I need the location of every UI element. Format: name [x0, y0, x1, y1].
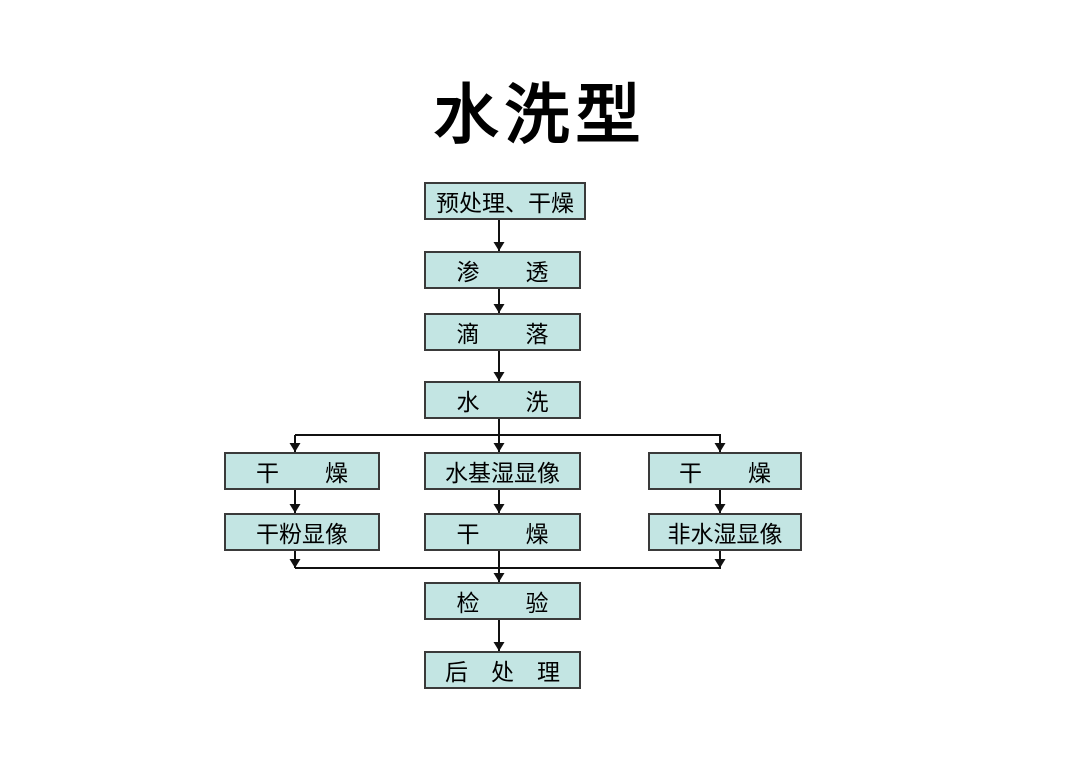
node-non-aqueous-wet-developing: 非水湿显像 — [648, 513, 802, 551]
node-post-treatment: 后 处 理 — [424, 651, 581, 689]
node-drying-left: 干 燥 — [224, 452, 380, 490]
node-drying-right: 干 燥 — [648, 452, 802, 490]
node-water-based-wet-developing: 水基湿显像 — [424, 452, 581, 490]
node-dry-powder-developing: 干粉显像 — [224, 513, 380, 551]
node-dripping: 滴 落 — [424, 313, 581, 351]
node-penetration: 渗 透 — [424, 251, 581, 289]
node-water-wash: 水 洗 — [424, 381, 581, 419]
node-inspection: 检 验 — [424, 582, 581, 620]
node-drying-center: 干 燥 — [424, 513, 581, 551]
node-pretreatment-drying: 预处理、干燥 — [424, 182, 586, 220]
page-title: 水洗型 — [433, 80, 647, 152]
